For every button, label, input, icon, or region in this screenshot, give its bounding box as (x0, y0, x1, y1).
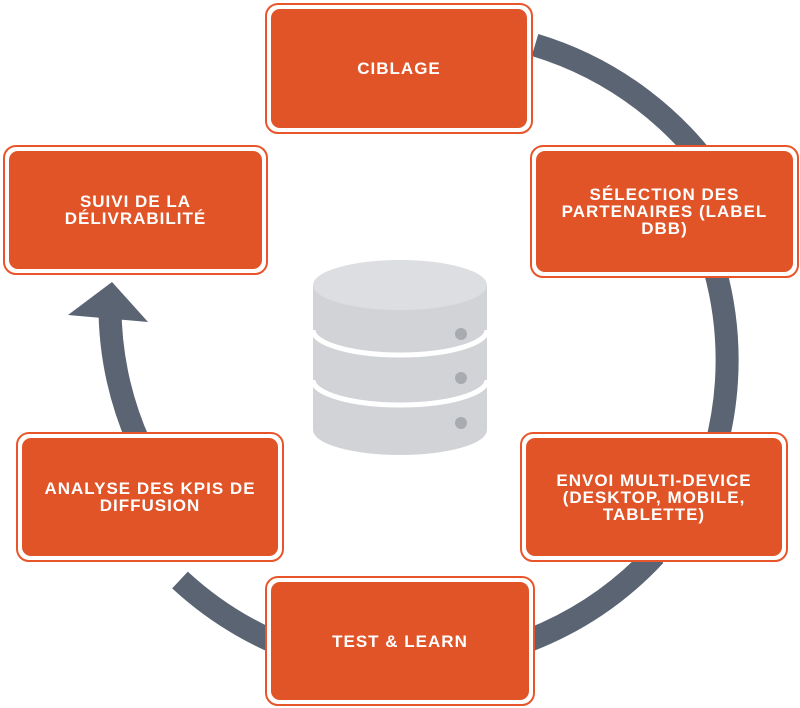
step-label: CIBLAGE (271, 9, 527, 128)
step-ciblage: CIBLAGE (265, 3, 533, 134)
step-envoi-multi-device: ENVOI MULTI-DEVICE (DESKTOP, MOBILE, TAB… (520, 432, 788, 562)
database-divider (310, 379, 490, 408)
database-divider (310, 329, 490, 358)
database-dot (455, 328, 467, 340)
database-body (313, 285, 487, 455)
arrow-up-icon (68, 282, 148, 322)
step-test-and-learn: TEST & LEARN (265, 576, 535, 706)
database-icon (310, 260, 490, 455)
database-top (313, 260, 487, 310)
step-analyse-kpis: ANALYSE DES KPIS DE DIFFUSION (16, 432, 284, 562)
step-label: SUIVI DE LA DÉLIVRABILITÉ (9, 151, 262, 269)
step-label: SÉLECTION DES PARTENAIRES (LABEL DBB) (536, 151, 793, 272)
step-label: TEST & LEARN (271, 582, 529, 700)
arc-segment-left (98, 299, 151, 450)
arc-segment-bottom-left (172, 571, 275, 651)
step-label: ENVOI MULTI-DEVICE (DESKTOP, MOBILE, TAB… (526, 438, 782, 556)
arc-segment-right (703, 266, 739, 454)
arc-segment-bottom-right (525, 547, 664, 651)
database-dot (455, 417, 467, 429)
step-selection-partenaires: SÉLECTION DES PARTENAIRES (LABEL DBB) (530, 145, 799, 278)
database-dot (455, 372, 467, 384)
step-suivi-delivrabilite: SUIVI DE LA DÉLIVRABILITÉ (3, 145, 268, 275)
step-label: ANALYSE DES KPIS DE DIFFUSION (22, 438, 278, 556)
